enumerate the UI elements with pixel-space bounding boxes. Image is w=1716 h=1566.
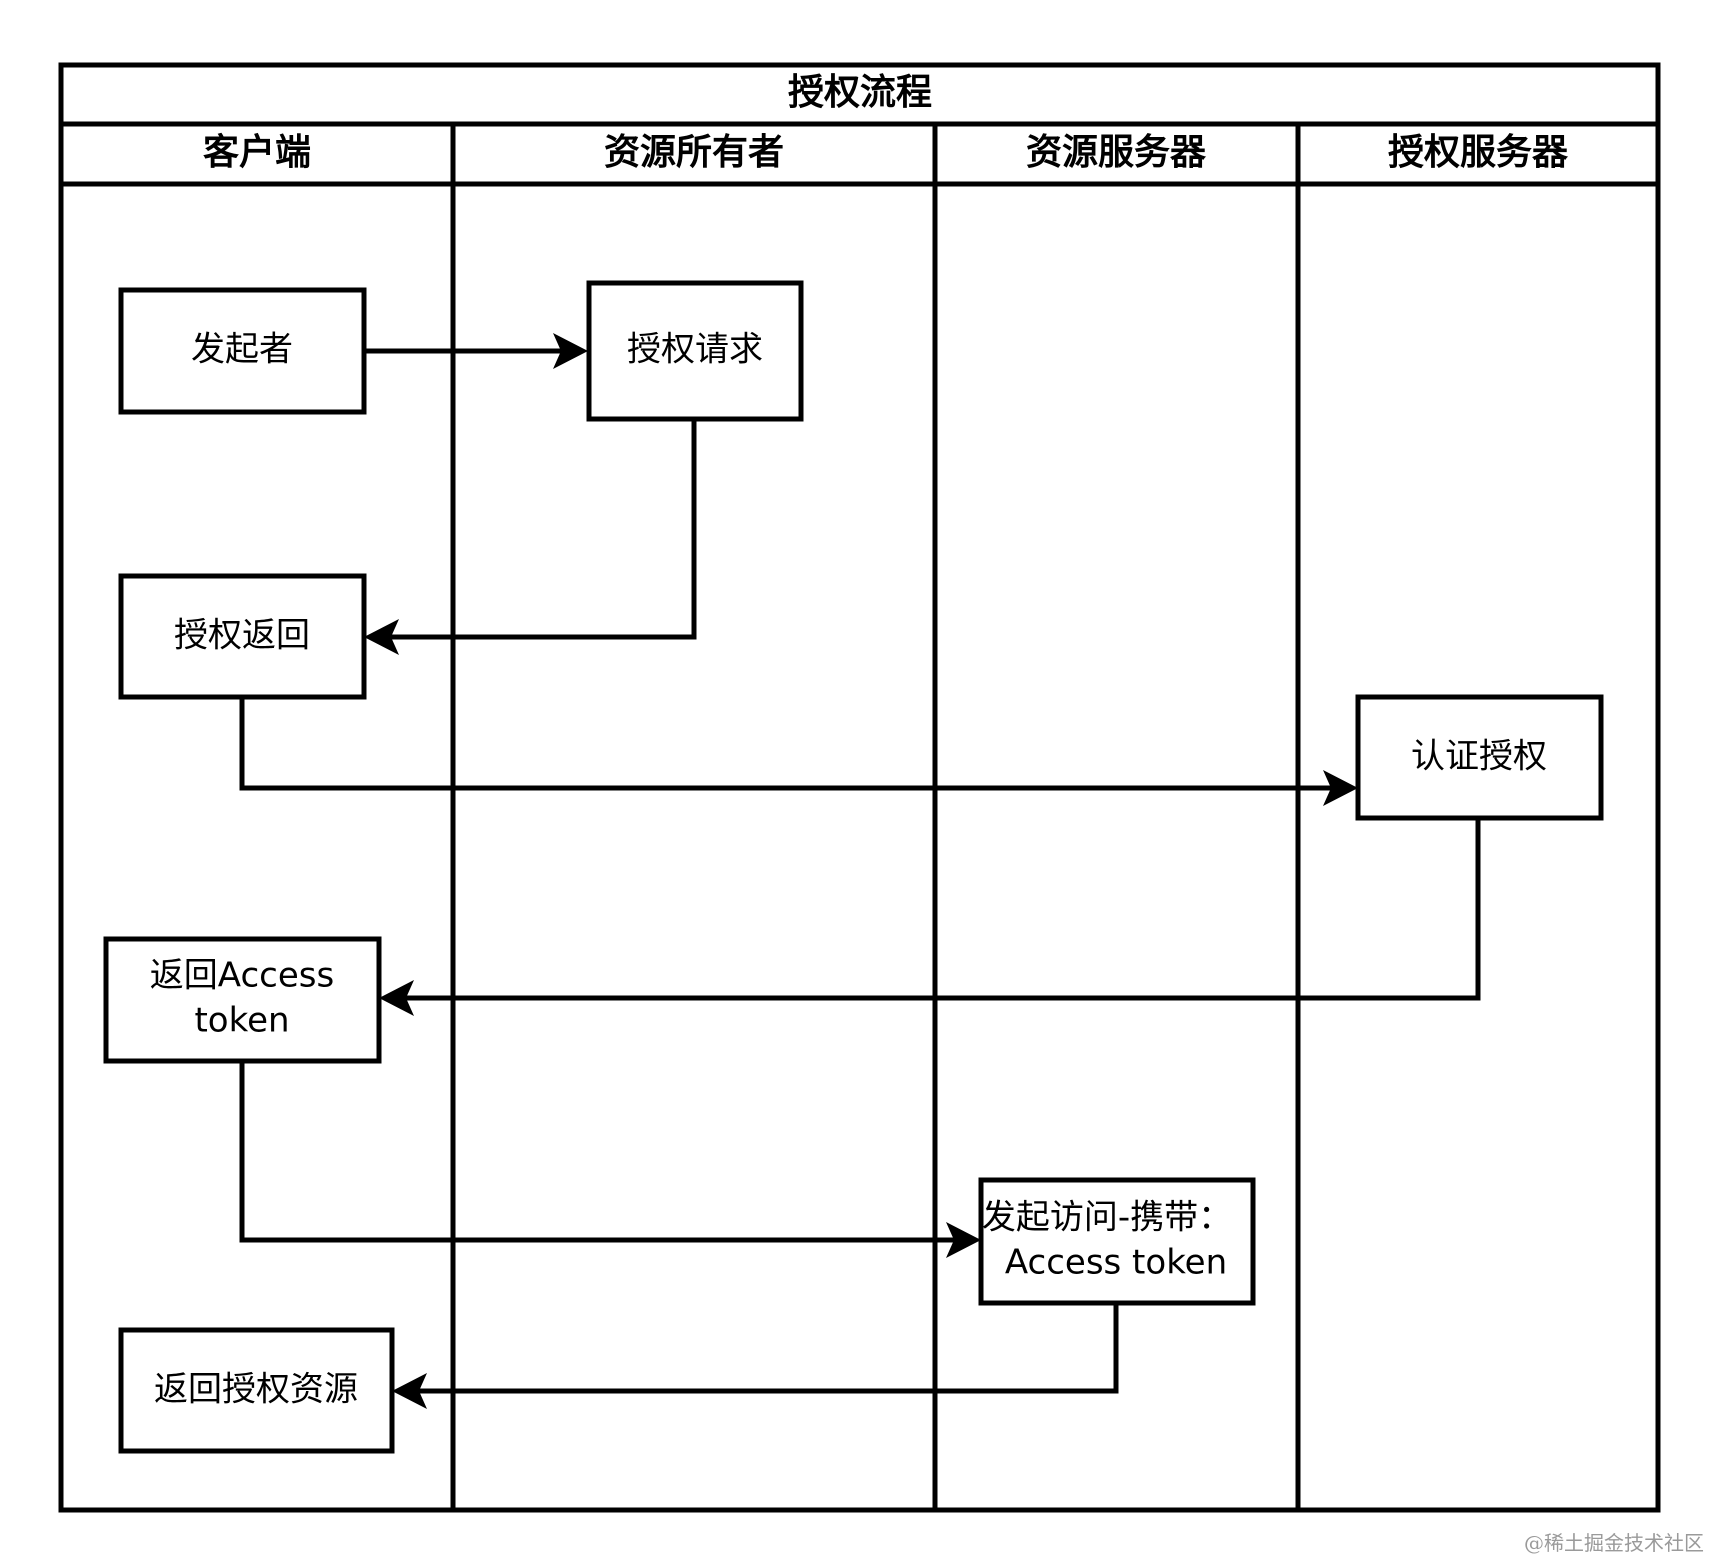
node-label: 认证授权 bbox=[1411, 737, 1547, 777]
arrowhead-access bbox=[946, 1222, 981, 1258]
node-label: 授权请求 bbox=[627, 330, 763, 370]
node-auth-return: 授权返回 bbox=[118, 573, 367, 700]
arrowhead-authenticate bbox=[1323, 770, 1358, 806]
edge-return-token-to-access bbox=[239, 1061, 975, 1243]
lane-header-resource-owner: 资源所有者 bbox=[604, 132, 784, 173]
node-return-token: 返回Access token bbox=[103, 936, 382, 1064]
edge-auth-request-to-auth-return bbox=[378, 419, 697, 640]
lane-header-resource-server: 资源服务器 bbox=[1026, 132, 1207, 173]
node-access-with-token: 发起访问-携带： Access token bbox=[978, 1177, 1256, 1306]
edge-auth-return-to-authenticate bbox=[239, 697, 1352, 791]
arrowhead-auth-request bbox=[553, 333, 588, 369]
node-label-line-1: 发起访问-携带： bbox=[982, 1198, 1232, 1238]
arrowheads bbox=[364, 333, 1358, 1409]
pool-frame bbox=[58, 62, 1661, 1513]
node-initiator: 发起者 bbox=[118, 287, 367, 415]
edge-authenticate-to-return-token bbox=[393, 818, 1481, 1001]
lane-header-client: 客户端 bbox=[203, 132, 311, 173]
node-label-line-2: token bbox=[194, 1001, 289, 1041]
edges bbox=[239, 348, 1481, 1394]
node-label-line-2: Access token bbox=[1005, 1243, 1227, 1283]
diagram-title: 授权流程 bbox=[788, 72, 932, 113]
node-authenticate: 认证授权 bbox=[1355, 694, 1604, 821]
edge-access-to-return-resource bbox=[406, 1303, 1119, 1394]
arrowhead-auth-return bbox=[364, 619, 399, 655]
arrowhead-return-resource bbox=[392, 1373, 427, 1409]
watermark: @稀土掘金技术社区 bbox=[1524, 1531, 1704, 1555]
node-label-line-1: 返回Access bbox=[150, 956, 334, 996]
node-label: 授权返回 bbox=[174, 616, 310, 656]
arrowhead-return-token bbox=[379, 980, 414, 1016]
node-return-resource: 返回授权资源 bbox=[118, 1327, 395, 1454]
node-label: 发起者 bbox=[191, 330, 293, 370]
node-label: 返回授权资源 bbox=[154, 1370, 358, 1410]
node-auth-request: 授权请求 bbox=[586, 280, 804, 422]
lane-header-auth-server: 授权服务器 bbox=[1388, 132, 1569, 173]
